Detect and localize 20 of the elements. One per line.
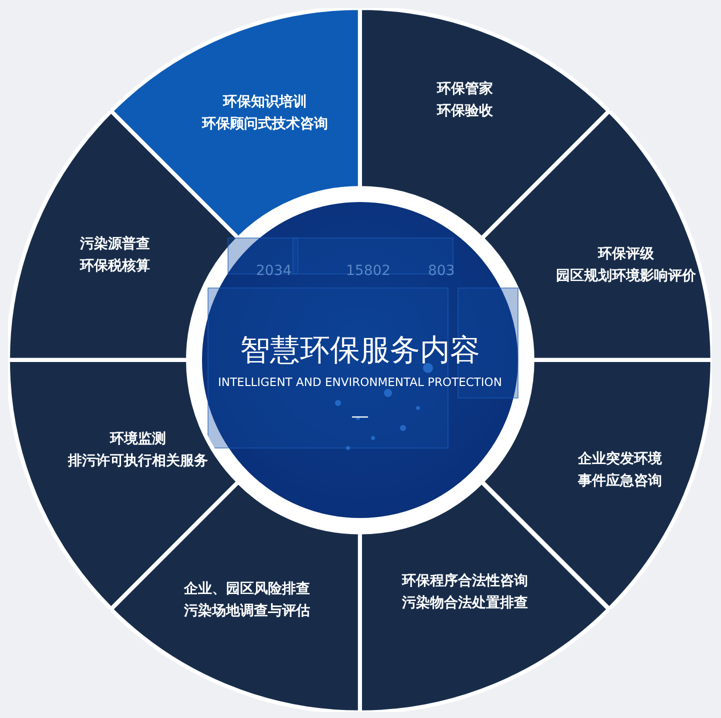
service-label: 园区规划环境影响评价 <box>556 266 696 286</box>
center-subtitle: INTELLIGENT AND ENVIRONMENTAL PROTECTION <box>218 374 502 390</box>
service-label: 污染场地调查与评估 <box>184 602 310 621</box>
service-label: 排污许可执行相关服务 <box>68 452 208 471</box>
service-label: 环境监测 <box>108 430 167 449</box>
dashboard-number: 15802 <box>346 263 391 279</box>
dashboard-number: 803 <box>428 263 455 279</box>
service-label: 污染物合法处置排查 <box>402 594 528 613</box>
service-label: 企业、园区风险排查 <box>184 580 310 599</box>
service-label: 环保税核算 <box>80 256 150 276</box>
dashboard-number: 2034 <box>256 263 292 279</box>
service-label: 环保管家 <box>437 80 493 99</box>
service-label: 污染源普查 <box>80 234 150 254</box>
service-label: 环保知识培训 <box>222 92 308 112</box>
service-label: 环保评级 <box>596 244 655 264</box>
service-label: 环保验收 <box>437 102 493 121</box>
service-label: 环保程序合法性咨询 <box>402 572 528 591</box>
service-label: 企业突发环境事件应急咨询 <box>576 450 663 491</box>
center-title: 智慧环保服务内容 <box>240 332 480 370</box>
service-label: 环保顾问式技术咨询 <box>202 115 328 134</box>
